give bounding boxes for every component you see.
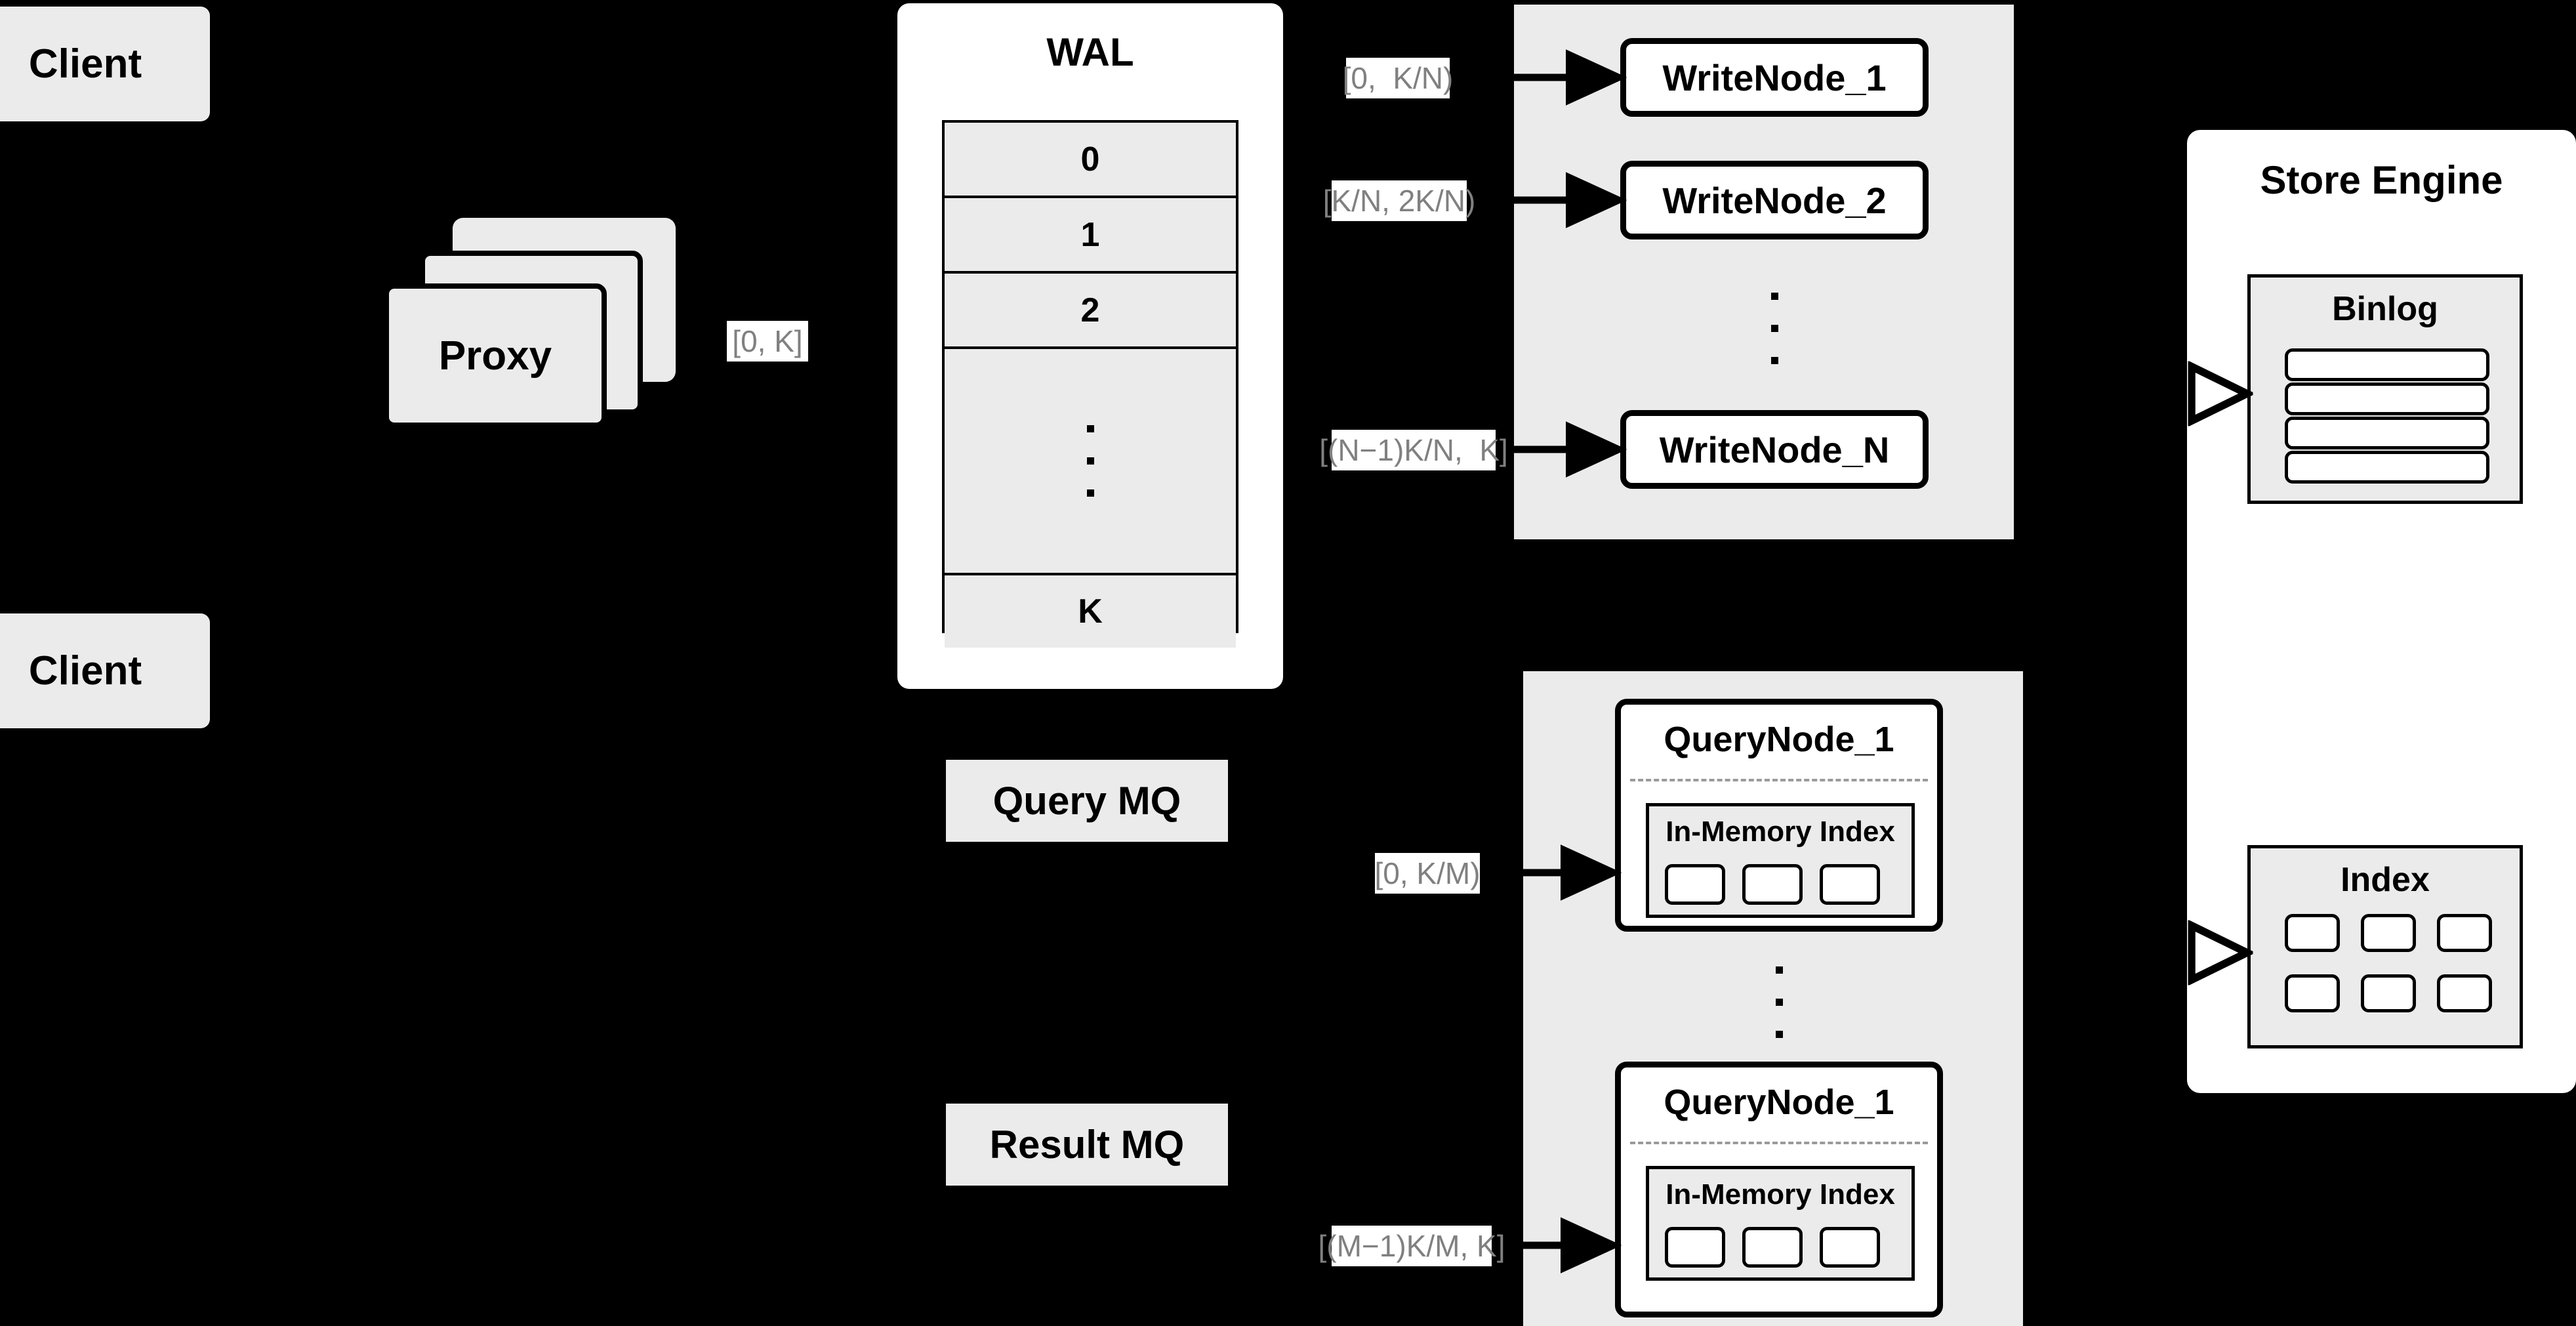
edge-label-mq-to-querynode-m: [(M−1)K/M, K] bbox=[1319, 1226, 1505, 1266]
result-mq-label: Result MQ bbox=[989, 1123, 1185, 1167]
edge-label-mq-to-querynode-1: [0, K/M) bbox=[1374, 853, 1481, 894]
query-node-m-divider bbox=[1630, 1142, 1928, 1144]
wal-cell-k[interactable]: K bbox=[945, 575, 1236, 648]
store-engine-title: Store Engine bbox=[2260, 158, 2503, 202]
query-node-m-chip-row bbox=[1665, 1227, 1880, 1268]
write-node-1-label: WriteNode_1 bbox=[1662, 56, 1887, 98]
binlog-title: Binlog bbox=[2332, 290, 2438, 328]
query-node-1-chip-1[interactable] bbox=[1665, 864, 1725, 905]
query-node-1-chip-3[interactable] bbox=[1820, 864, 1880, 905]
index-panel: Index bbox=[2247, 845, 2523, 1048]
proxy-label: Proxy bbox=[438, 333, 552, 379]
edge-label-wal-to-writenode-n: [(N−1)K/N, K] bbox=[1319, 430, 1508, 470]
index-cell-1-1[interactable] bbox=[2285, 914, 2340, 952]
write-node-1[interactable]: WriteNode_1 bbox=[1620, 38, 1929, 117]
write-node-2-label: WriteNode_2 bbox=[1662, 179, 1887, 221]
write-node-2[interactable]: WriteNode_2 bbox=[1620, 161, 1929, 239]
index-cell-2-2[interactable] bbox=[2361, 974, 2416, 1012]
binlog-row-3[interactable] bbox=[2285, 417, 2489, 449]
index-cell-2-1[interactable] bbox=[2285, 974, 2340, 1012]
wal-vertical-ellipsis-icon bbox=[1086, 425, 1094, 497]
binlog-row-2[interactable] bbox=[2285, 383, 2489, 415]
query-node-1[interactable]: QueryNode_1 In-Memory Index bbox=[1615, 699, 1943, 932]
proxy-box[interactable]: Proxy bbox=[384, 283, 607, 428]
wal-cell-1[interactable]: 1 bbox=[945, 198, 1236, 274]
index-cell-1-2[interactable] bbox=[2361, 914, 2416, 952]
wal-cell-1-label: 1 bbox=[1080, 215, 1100, 254]
index-title: Index bbox=[2341, 861, 2430, 899]
query-mq-box[interactable]: Query MQ bbox=[946, 760, 1228, 842]
client-label-2: Client bbox=[28, 648, 142, 694]
query-node-m-chip-3[interactable] bbox=[1820, 1227, 1880, 1268]
wal-cell-ellipsis bbox=[945, 349, 1236, 575]
query-cluster-ellipsis-icon bbox=[1615, 945, 1943, 1060]
index-cell-1-3[interactable] bbox=[2437, 914, 2492, 952]
edge-label-wal-to-writenode-2: [K/N, 2K/N) bbox=[1323, 180, 1475, 221]
query-node-1-inmemory-index: In-Memory Index bbox=[1646, 803, 1915, 918]
query-node-m-chip-1[interactable] bbox=[1665, 1227, 1725, 1268]
index-cell-2-3[interactable] bbox=[2437, 974, 2492, 1012]
query-node-m[interactable]: QueryNode_1 In-Memory Index bbox=[1615, 1062, 1943, 1317]
wal-cell-k-label: K bbox=[1078, 592, 1103, 631]
write-node-n[interactable]: WriteNode_N bbox=[1620, 410, 1929, 489]
wal-title: WAL bbox=[1046, 30, 1134, 74]
query-node-m-title: QueryNode_1 bbox=[1664, 1083, 1894, 1122]
result-mq-box[interactable]: Result MQ bbox=[946, 1104, 1228, 1186]
client-box-2[interactable]: Client bbox=[0, 613, 210, 728]
binlog-row-1[interactable] bbox=[2285, 348, 2489, 381]
wal-cell-0[interactable]: 0 bbox=[945, 123, 1236, 198]
edge-label-proxy-to-wal: [0, K] bbox=[727, 321, 808, 362]
query-node-m-inmemory-index: In-Memory Index bbox=[1646, 1166, 1915, 1281]
client-box-1[interactable]: Client bbox=[0, 7, 210, 121]
wal-container: WAL 0 1 2 K bbox=[897, 3, 1283, 689]
query-node-m-index-title: In-Memory Index bbox=[1666, 1178, 1895, 1211]
wal-cell-2-label: 2 bbox=[1080, 291, 1100, 329]
binlog-row-4[interactable] bbox=[2285, 451, 2489, 484]
query-mq-label: Query MQ bbox=[992, 779, 1181, 823]
store-engine-container: Store Engine Binlog Index bbox=[2187, 130, 2576, 1093]
edge-label-wal-to-writenode-1: [0, K/N) bbox=[1343, 58, 1453, 98]
query-node-1-title: QueryNode_1 bbox=[1664, 720, 1894, 759]
query-node-1-chip-row bbox=[1665, 864, 1880, 905]
wal-cell-0-label: 0 bbox=[1080, 140, 1100, 178]
client-label-1: Client bbox=[28, 41, 142, 87]
wal-cell-2[interactable]: 2 bbox=[945, 274, 1236, 349]
write-node-n-label: WriteNode_N bbox=[1659, 428, 1890, 470]
query-node-1-chip-2[interactable] bbox=[1742, 864, 1803, 905]
write-cluster-ellipsis-icon bbox=[1620, 262, 1929, 394]
query-node-1-divider bbox=[1630, 779, 1928, 781]
query-node-1-index-title: In-Memory Index bbox=[1666, 816, 1895, 848]
wal-cell-list: 0 1 2 K bbox=[942, 120, 1238, 648]
binlog-panel: Binlog bbox=[2247, 274, 2523, 504]
query-node-m-chip-2[interactable] bbox=[1742, 1227, 1803, 1268]
